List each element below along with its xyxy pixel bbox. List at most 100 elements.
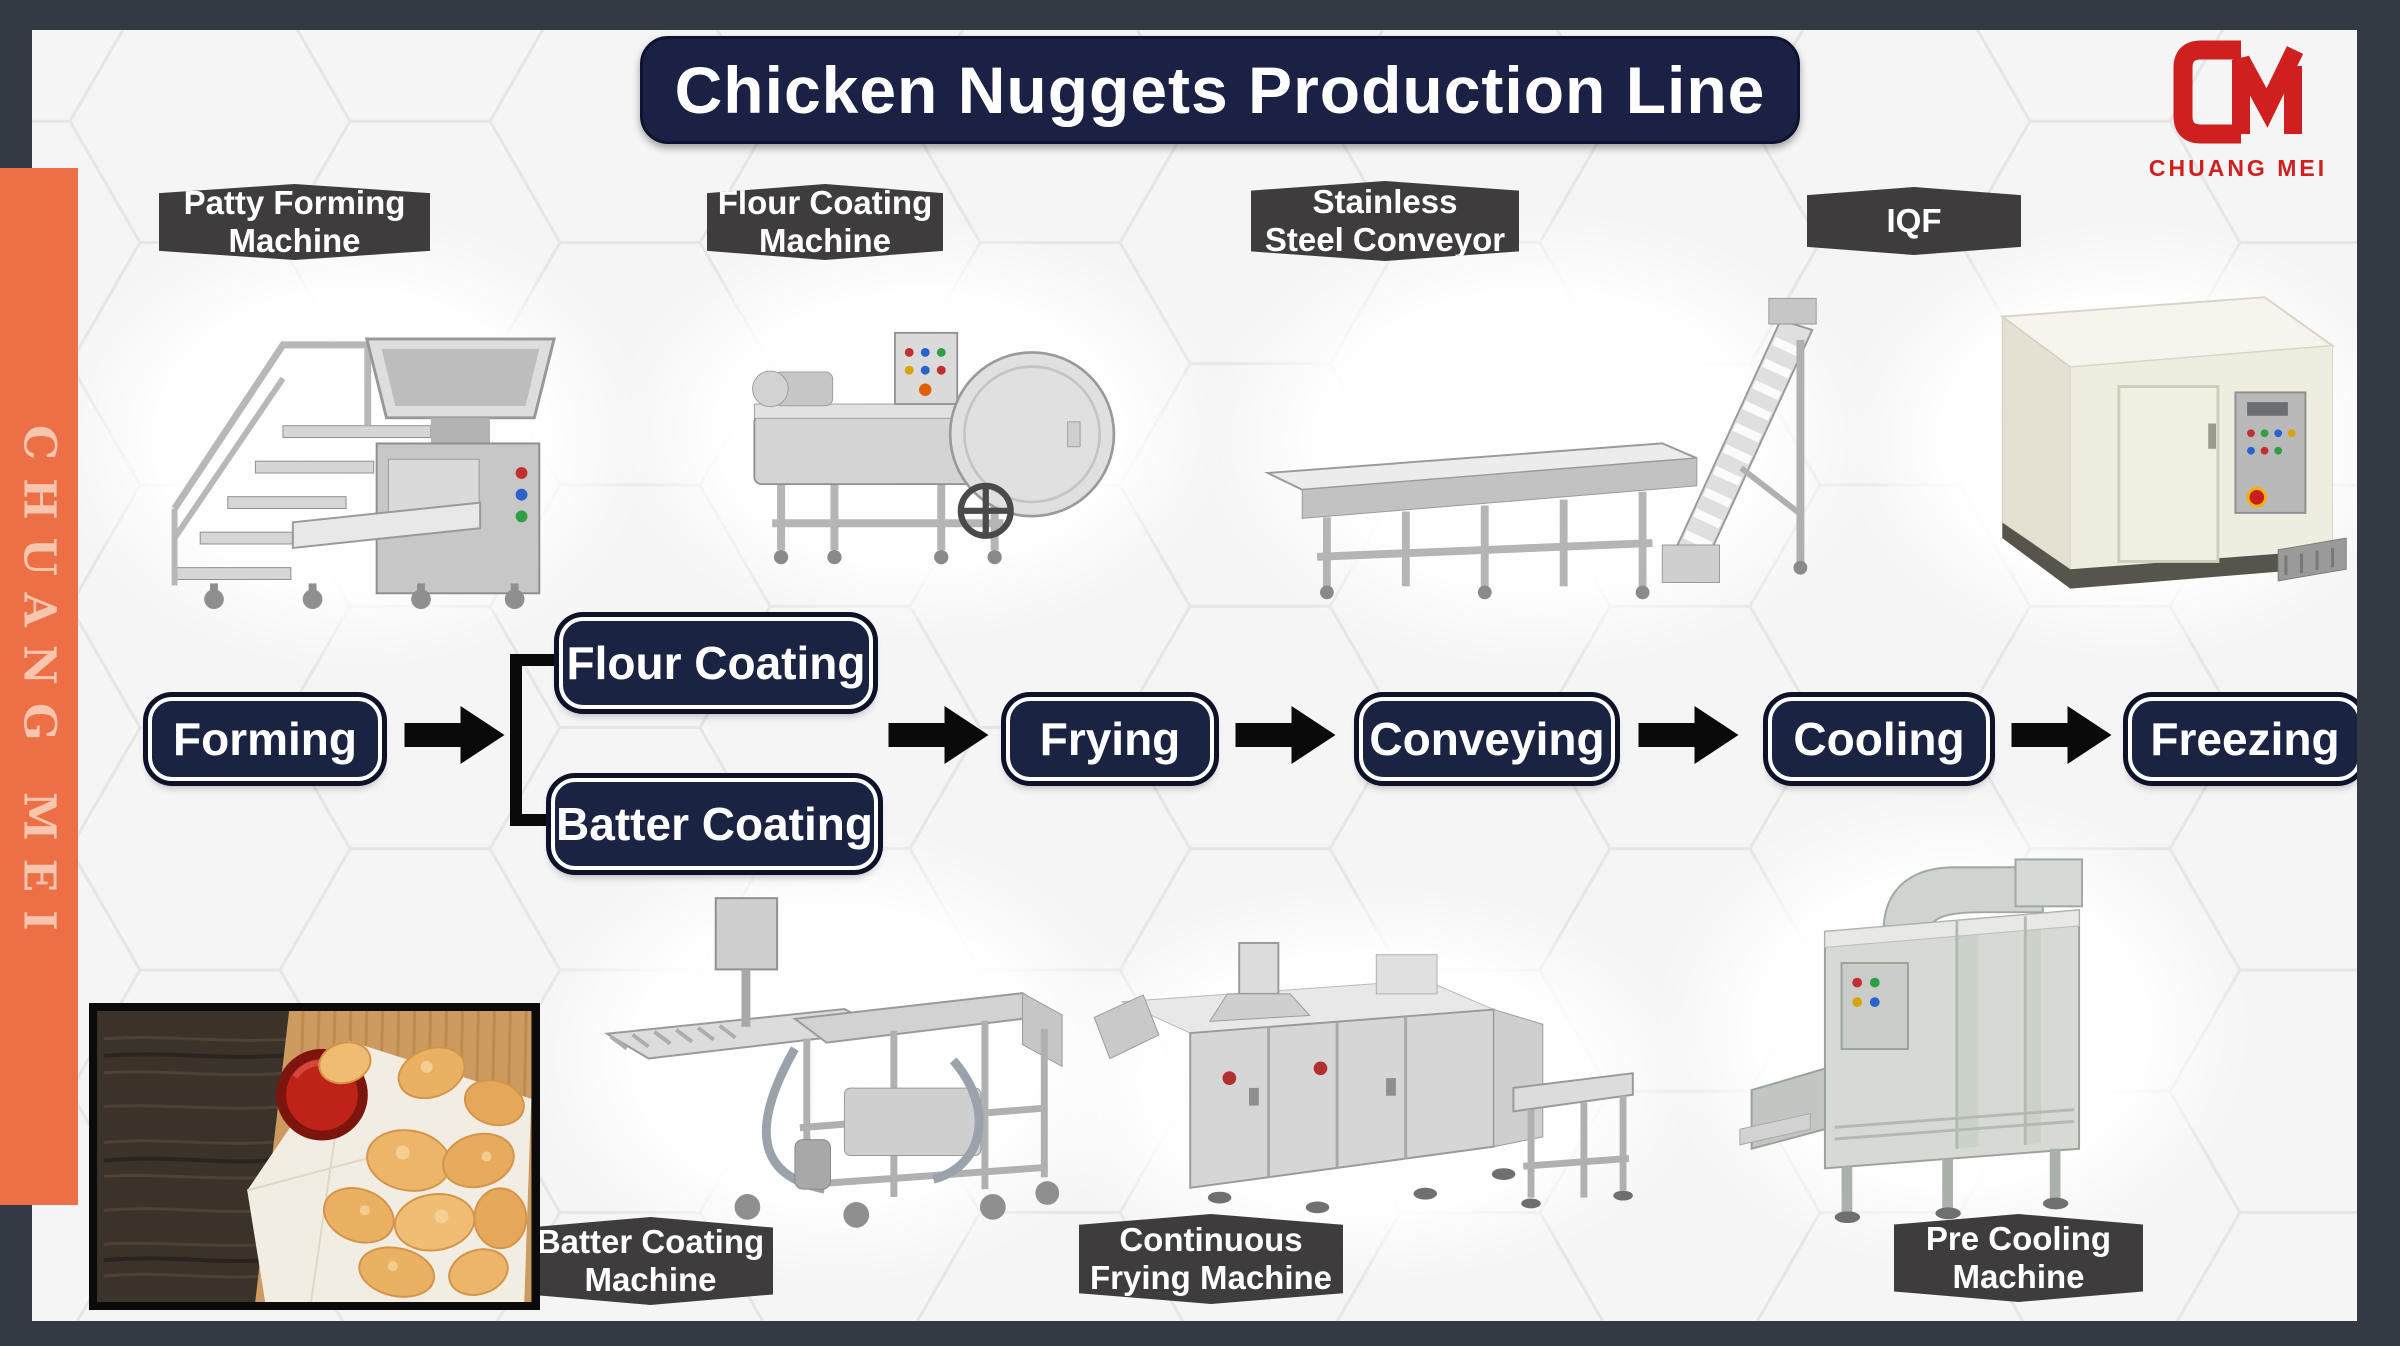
label-stainless-steel-conveyor: Stainless Steel Conveyor [1251, 181, 1519, 261]
feet [773, 549, 1002, 565]
flow-arrow-3 [1235, 706, 1336, 764]
head-pulley [1768, 297, 1817, 325]
infeed-chute [1093, 994, 1160, 1060]
discharge-box [1661, 544, 1721, 583]
outfeed-belt [291, 501, 482, 550]
nugget-highlights [359, 1060, 492, 1272]
vent-box [1375, 954, 1438, 995]
label-line: Machine [584, 1261, 717, 1298]
label-line: Frying Machine [1089, 1259, 1333, 1296]
frame-right [2357, 0, 2400, 1346]
flow-step-cooling: Cooling [1768, 697, 1990, 781]
label-line: Machine [758, 222, 892, 259]
label-line: Patty Forming [183, 184, 406, 222]
outfeed-conveyor [2277, 537, 2347, 582]
door [2117, 385, 2220, 563]
casters [204, 583, 525, 610]
label-line: Flour Coating [717, 184, 933, 222]
page-title: Chicken Nuggets Production Line [674, 53, 1766, 127]
flow-step-text: Conveying [1369, 713, 1605, 765]
table-teeth [609, 1024, 737, 1051]
label-line: Batter Coating [536, 1223, 765, 1261]
flow-step-flour-coating: Flour Coating [559, 617, 873, 709]
flow-arrow-2 [888, 706, 989, 764]
vents [1834, 1108, 2075, 1141]
label-iqf: IQF [1807, 187, 2021, 255]
label-line: Machine [228, 222, 361, 259]
end-cap [1493, 1008, 1544, 1148]
outfeed-belt [1512, 1072, 1634, 1113]
flow-step-forming: Forming [148, 697, 382, 781]
pump [794, 1139, 832, 1190]
label-continuous-frying-machine: Continuous Frying Machine [1079, 1214, 1343, 1304]
flow-arrow-4 [1638, 706, 1739, 764]
label-line: Steel Conveyor [1264, 221, 1506, 258]
elevator-band [1670, 318, 1814, 568]
flour-coating-machine-image [752, 331, 1116, 565]
door-seams [1955, 916, 2027, 1149]
label-line: Machine [1952, 1258, 2085, 1295]
flow-arrow-1 [404, 706, 505, 764]
flow-step-conveying: Conveying [1359, 697, 1615, 781]
label-line: Continuous [1119, 1221, 1303, 1259]
flow-branch-bracket [510, 654, 560, 826]
flow-arrow-5 [2011, 706, 2112, 764]
patty-forming-machine-image [171, 337, 556, 610]
side-panel [1301, 457, 1698, 519]
casters [734, 1181, 1060, 1228]
batter-coating-machine-image [603, 897, 1063, 1228]
pre-cooling-machine-image [1739, 858, 2083, 1224]
drum-lid [948, 351, 1116, 518]
side-banner: CHUANG MEI [0, 168, 78, 1205]
control-panel [1840, 962, 1909, 1051]
nuggets [318, 1041, 528, 1298]
label-flour-coating-machine: Flour Coating Machine [707, 184, 943, 260]
flow-step-text: Cooling [1793, 713, 1965, 765]
base [2002, 522, 2333, 589]
label-line: Pre Cooling [1925, 1220, 2112, 1258]
label-line: Stainless [1312, 183, 1458, 221]
frame-bottom [0, 1321, 2400, 1346]
flow-step-text: Frying [1039, 713, 1181, 765]
stair-railing [171, 341, 372, 511]
belt-section [792, 992, 1057, 1044]
nuggets-photo [89, 1003, 540, 1310]
flow-step-text: Flour Coating [566, 637, 866, 689]
brand-wordmark: CHUANG MEI [2148, 155, 2328, 181]
iqf-freezer-image [1999, 296, 2347, 589]
continuous-frying-machine-image [1093, 941, 1634, 1214]
legs [1316, 491, 1653, 587]
legs [1841, 1148, 2061, 1214]
frame-bars [799, 1020, 1048, 1198]
brand-logo: CHUANG MEI [2143, 36, 2333, 181]
door-seams [1267, 1016, 1408, 1178]
outfeed-legs [1522, 1095, 1630, 1198]
flow-step-freezing: Freezing [2128, 697, 2362, 781]
cm-monogram-icon [2173, 40, 2304, 144]
hose [932, 1057, 984, 1184]
flow-step-text: Freezing [2150, 713, 2340, 765]
feet [1320, 560, 1808, 600]
label-pre-cooling-machine: Pre Cooling Machine [1894, 1214, 2143, 1302]
flow-step-frying: Frying [1006, 697, 1214, 781]
handwheel [957, 482, 1014, 539]
top-band [1824, 909, 2080, 948]
control-box [714, 897, 779, 971]
flow-step-text: Forming [173, 713, 357, 765]
frame-top [0, 0, 2400, 30]
flow-step-text: Batter Coating [556, 798, 873, 850]
elevator-flights [1673, 336, 1802, 572]
feet [1834, 1197, 2069, 1224]
tunnel-front [1189, 1008, 1495, 1189]
blower-box [2014, 858, 2083, 908]
label-batter-coating-machine: Batter Coating Machine [528, 1217, 773, 1305]
chimney [1238, 941, 1280, 995]
label-line: IQF [1886, 202, 1942, 240]
batter-tank [843, 1087, 982, 1156]
side-banner-text: CHUANG MEI [13, 424, 65, 949]
feet [1207, 1168, 1633, 1214]
flow-step-batter-coating: Batter Coating [551, 778, 878, 870]
title-banner: Chicken Nuggets Production Line [640, 36, 1800, 144]
stainless-conveyor-image [1264, 297, 1817, 600]
